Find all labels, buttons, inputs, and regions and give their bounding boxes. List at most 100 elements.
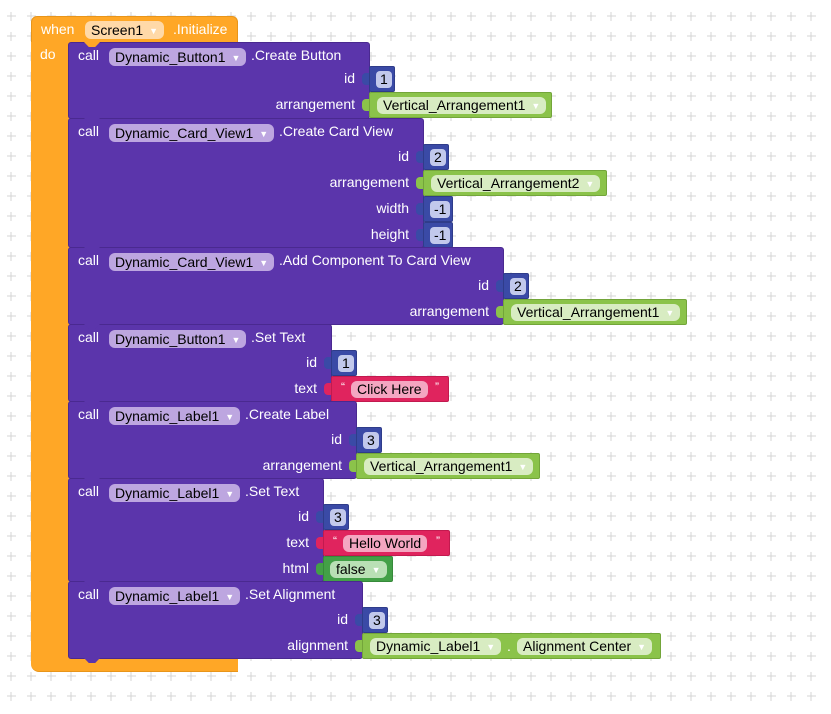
number-block[interactable]: 3 [362,607,388,633]
number-value[interactable]: -1 [430,227,451,244]
param-label-id: id [478,277,489,293]
component-dropdown[interactable]: Dynamic_Button1▼ [109,330,247,348]
param-label-width: width [376,200,409,216]
method-name: .Set Text [245,483,300,499]
connection-notch [84,118,100,123]
input-tab [324,357,332,369]
component-value-dropdown[interactable]: Vertical_Arrangement1 ▼ [364,458,534,475]
when-screen-initialize-block[interactable]: when Screen1▼ .Initialize [31,16,238,43]
call-keyword: call [78,483,100,499]
connection-notch [84,42,100,47]
dropdown-arrow-icon: ▼ [518,462,528,472]
text-block[interactable]: “Click Here” [331,376,449,402]
number-block[interactable]: 2 [503,273,529,299]
number-value[interactable]: 3 [363,432,379,449]
component-dropdown[interactable]: Dynamic_Card_View1 ▼ [109,253,275,271]
screen-component-dropdown[interactable]: Screen1▼ [85,21,165,39]
method-name: .Add Component To Card View [279,252,471,268]
call-block[interactable]: call Dynamic_Label1▼.Set Text [68,478,324,582]
dropdown-arrow-icon: ▼ [531,101,541,111]
boolean-value: false [336,561,366,577]
event-do-strip: do [31,42,69,662]
component-value: Vertical_Arrangement1 [370,458,513,474]
component-value-dropdown[interactable]: Vertical_Arrangement2 ▼ [431,175,601,192]
param-label-id: id [306,354,317,370]
component-value-dropdown[interactable]: Vertical_Arrangement1▼ [511,304,681,321]
component-block[interactable]: Vertical_Arrangement1▼ [369,92,552,118]
param-label-arrangement: arrangement [329,174,409,190]
component-name: Dynamic_Card_View1 [115,254,254,270]
component-dropdown[interactable]: Dynamic_Card_View1 ▼ [109,124,275,142]
call-keyword: call [78,586,100,602]
param-label-id: id [398,148,409,164]
number-block[interactable]: 2 [423,144,449,170]
input-tab [416,203,424,215]
dropdown-arrow-icon: ▼ [231,53,241,63]
number-value[interactable]: -1 [430,201,451,218]
when-keyword: when [41,21,75,37]
component-block[interactable]: Vertical_Arrangement1▼ [503,299,687,325]
dropdown-arrow-icon: ▼ [259,129,269,139]
component-name: Dynamic_Label1 [115,408,220,424]
connection-notch [84,478,100,483]
param-label-arrangement: arrangement [262,457,342,473]
number-block[interactable]: -1 [423,196,453,222]
component-block[interactable]: Vertical_Arrangement2 ▼ [423,170,607,196]
component-dropdown[interactable]: Dynamic_Button1▼ [109,48,247,66]
call-block[interactable]: call Dynamic_Label1▼.Set Alignment [68,581,363,659]
component-dropdown[interactable]: Dynamic_Label1 ▼ [109,407,241,425]
quote-close-icon: ” [436,534,440,548]
text-value[interactable]: Hello World [343,535,428,552]
dropdown-arrow-icon: ▼ [225,592,235,602]
property-component-dropdown[interactable]: Dynamic_Label1▼ [370,638,502,655]
component-block[interactable]: Vertical_Arrangement1 ▼ [356,453,540,479]
number-block[interactable]: 3 [323,504,349,530]
component-name: Dynamic_Card_View1 [115,125,254,141]
number-value[interactable]: 2 [510,278,526,295]
text-block[interactable]: “Hello World” [323,530,450,556]
property-value: Alignment Center [523,638,632,654]
connection-notch [84,247,100,252]
boolean-dropdown[interactable]: false▼ [330,561,387,578]
input-tab [324,383,332,395]
component-property-block[interactable]: Dynamic_Label1▼.Alignment Center▼ [362,633,661,659]
input-tab [416,151,424,163]
call-keyword: call [78,329,100,345]
connection-notch [84,324,100,329]
boolean-block[interactable]: false▼ [323,556,393,582]
call-keyword: call [78,252,100,268]
method-name: .Set Alignment [245,586,336,602]
text-value[interactable]: Click Here [351,381,428,398]
call-block[interactable]: call Dynamic_Card_View1 ▼ .Add Component To… [68,247,504,325]
dropdown-arrow-icon: ▼ [585,179,595,189]
call-block[interactable]: call Dynamic_Label1 ▼ .Create Label [68,401,357,479]
param-label-height: height [370,226,409,242]
dropdown-arrow-icon: ▼ [225,412,235,422]
number-block[interactable]: 3 [356,427,382,453]
call-keyword: call [78,123,100,139]
dropdown-arrow-icon: ▼ [259,258,269,268]
number-value[interactable]: 3 [330,509,346,526]
number-block[interactable]: -1 [423,222,453,248]
input-tab [416,177,424,189]
component-dropdown[interactable]: Dynamic_Label1▼ [109,587,241,605]
component-value-dropdown[interactable]: Vertical_Arrangement1▼ [377,97,547,114]
number-block[interactable]: 1 [369,66,395,92]
quote-open-icon: “ [341,380,345,394]
call-keyword: call [78,406,100,422]
component-value: Vertical_Arrangement2 [437,175,580,191]
number-value[interactable]: 2 [430,149,446,166]
do-keyword: do [40,46,56,62]
method-name: .Create Label [245,406,330,422]
input-tab [349,460,357,472]
param-label-text: text [286,534,309,550]
number-value[interactable]: 3 [369,612,385,629]
number-block[interactable]: 1 [331,350,357,376]
number-value[interactable]: 1 [376,71,392,88]
number-value[interactable]: 1 [338,355,354,372]
param-label-id: id [298,508,309,524]
property-value-dropdown[interactable]: Alignment Center▼ [517,638,653,655]
component-dropdown[interactable]: Dynamic_Label1▼ [109,484,241,502]
